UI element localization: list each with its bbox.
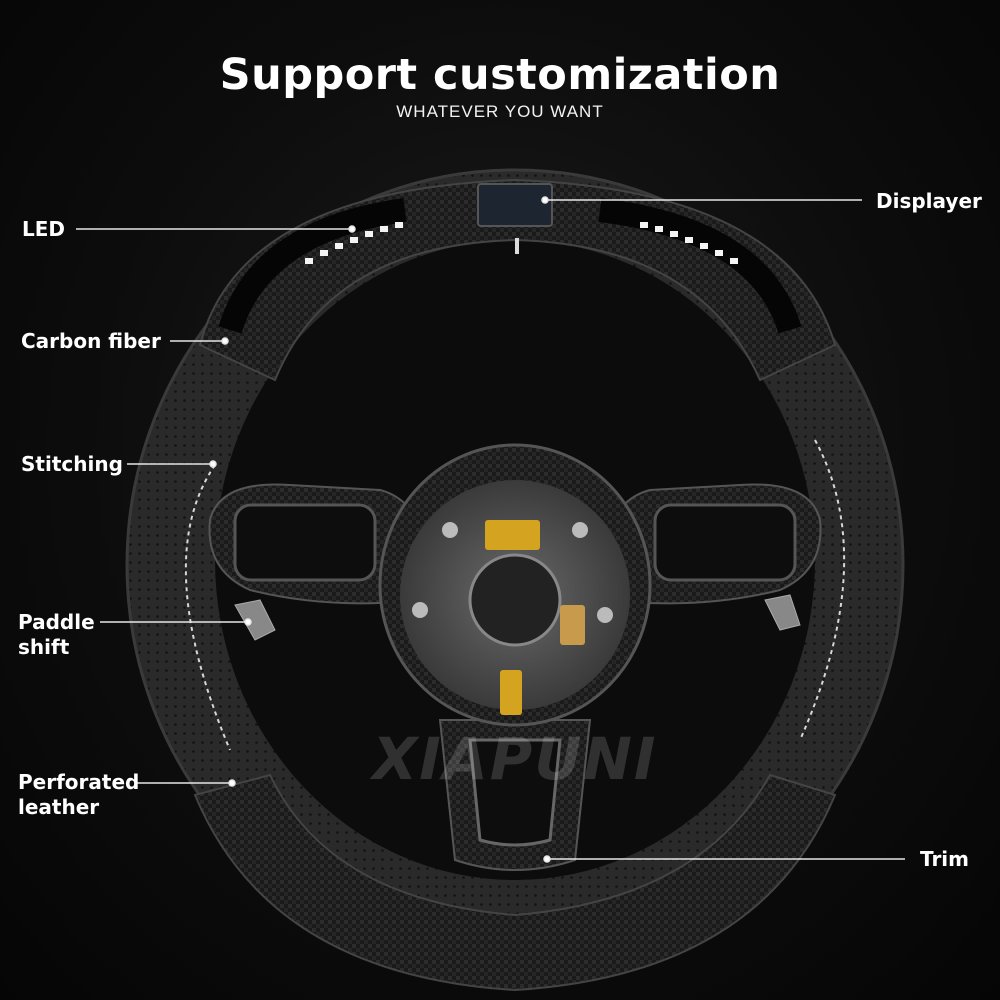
led-strip [218, 198, 802, 334]
paddle-right [764, 594, 801, 631]
display-screen [477, 183, 553, 254]
page-subtitle: WHATEVER YOU WANT [396, 102, 604, 121]
callout-perforated-leather-line1: Perforated [18, 770, 140, 794]
page-title: Support customization [219, 50, 781, 100]
spokes [208, 483, 822, 871]
callout-carbon-fiber: Carbon fiber [21, 329, 161, 353]
paddle-left [234, 599, 276, 641]
callout-paddle-shift: Paddle shift [18, 610, 95, 660]
callout-perforated-leather-line2: leather [18, 795, 100, 819]
callout-stitching: Stitching [21, 452, 123, 476]
callout-paddle-shift-line2: shift [18, 635, 70, 659]
callout-perforated-leather: Perforated leather [18, 770, 139, 820]
callout-led: LED [22, 217, 66, 241]
callout-displayer: Displayer [876, 189, 982, 213]
brand-watermark: XIAPUNI [372, 725, 658, 793]
stitching-right [799, 439, 846, 741]
carbon-bottom-section [193, 773, 837, 992]
callout-trim: Trim [920, 847, 970, 871]
center-hub [378, 443, 652, 727]
callout-paddle-shift-line1: Paddle [18, 610, 95, 634]
